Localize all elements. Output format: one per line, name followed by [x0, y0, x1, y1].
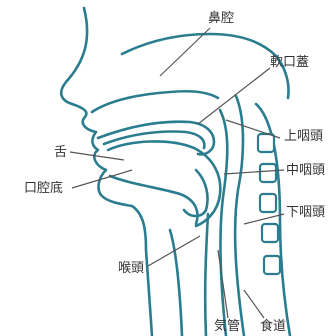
pharyngeal-wall-posterior [235, 96, 244, 336]
vertebra-5 [264, 256, 280, 274]
leader-larynx [148, 236, 200, 266]
larynx-back [205, 214, 208, 336]
leader-nasopharynx [226, 120, 280, 138]
leader-soft-palate [198, 68, 270, 124]
leader-esophagus [244, 290, 264, 318]
label-hypopharynx: 下咽頭 [286, 206, 325, 219]
face-profile-outline [61, 8, 152, 336]
vertebra-4 [262, 224, 278, 242]
label-nasopharynx: 上咽頭 [284, 130, 323, 143]
nasal-cavity-roof [122, 34, 289, 98]
vertebra-3 [260, 194, 276, 212]
label-oropharynx: 中咽頭 [286, 164, 325, 177]
vertebra-2 [260, 164, 276, 182]
larynx-front [170, 230, 182, 336]
label-larynx: 喉頭 [118, 262, 144, 275]
leader-tongue [70, 152, 124, 160]
label-soft-palate: 軟口蓋 [270, 56, 309, 69]
label-esophagus: 食道 [260, 320, 286, 333]
mouth-floor [110, 176, 197, 224]
label-nasal-cavity: 鼻腔 [208, 12, 234, 25]
label-trachea: 気管 [214, 320, 240, 333]
nasal-cavity-floor [92, 91, 218, 112]
label-tongue: 舌 [54, 146, 67, 159]
vertebra-1 [258, 134, 274, 152]
label-floor-of-mouth: 口腔底 [24, 182, 63, 195]
leader-hypopharynx [244, 214, 284, 224]
